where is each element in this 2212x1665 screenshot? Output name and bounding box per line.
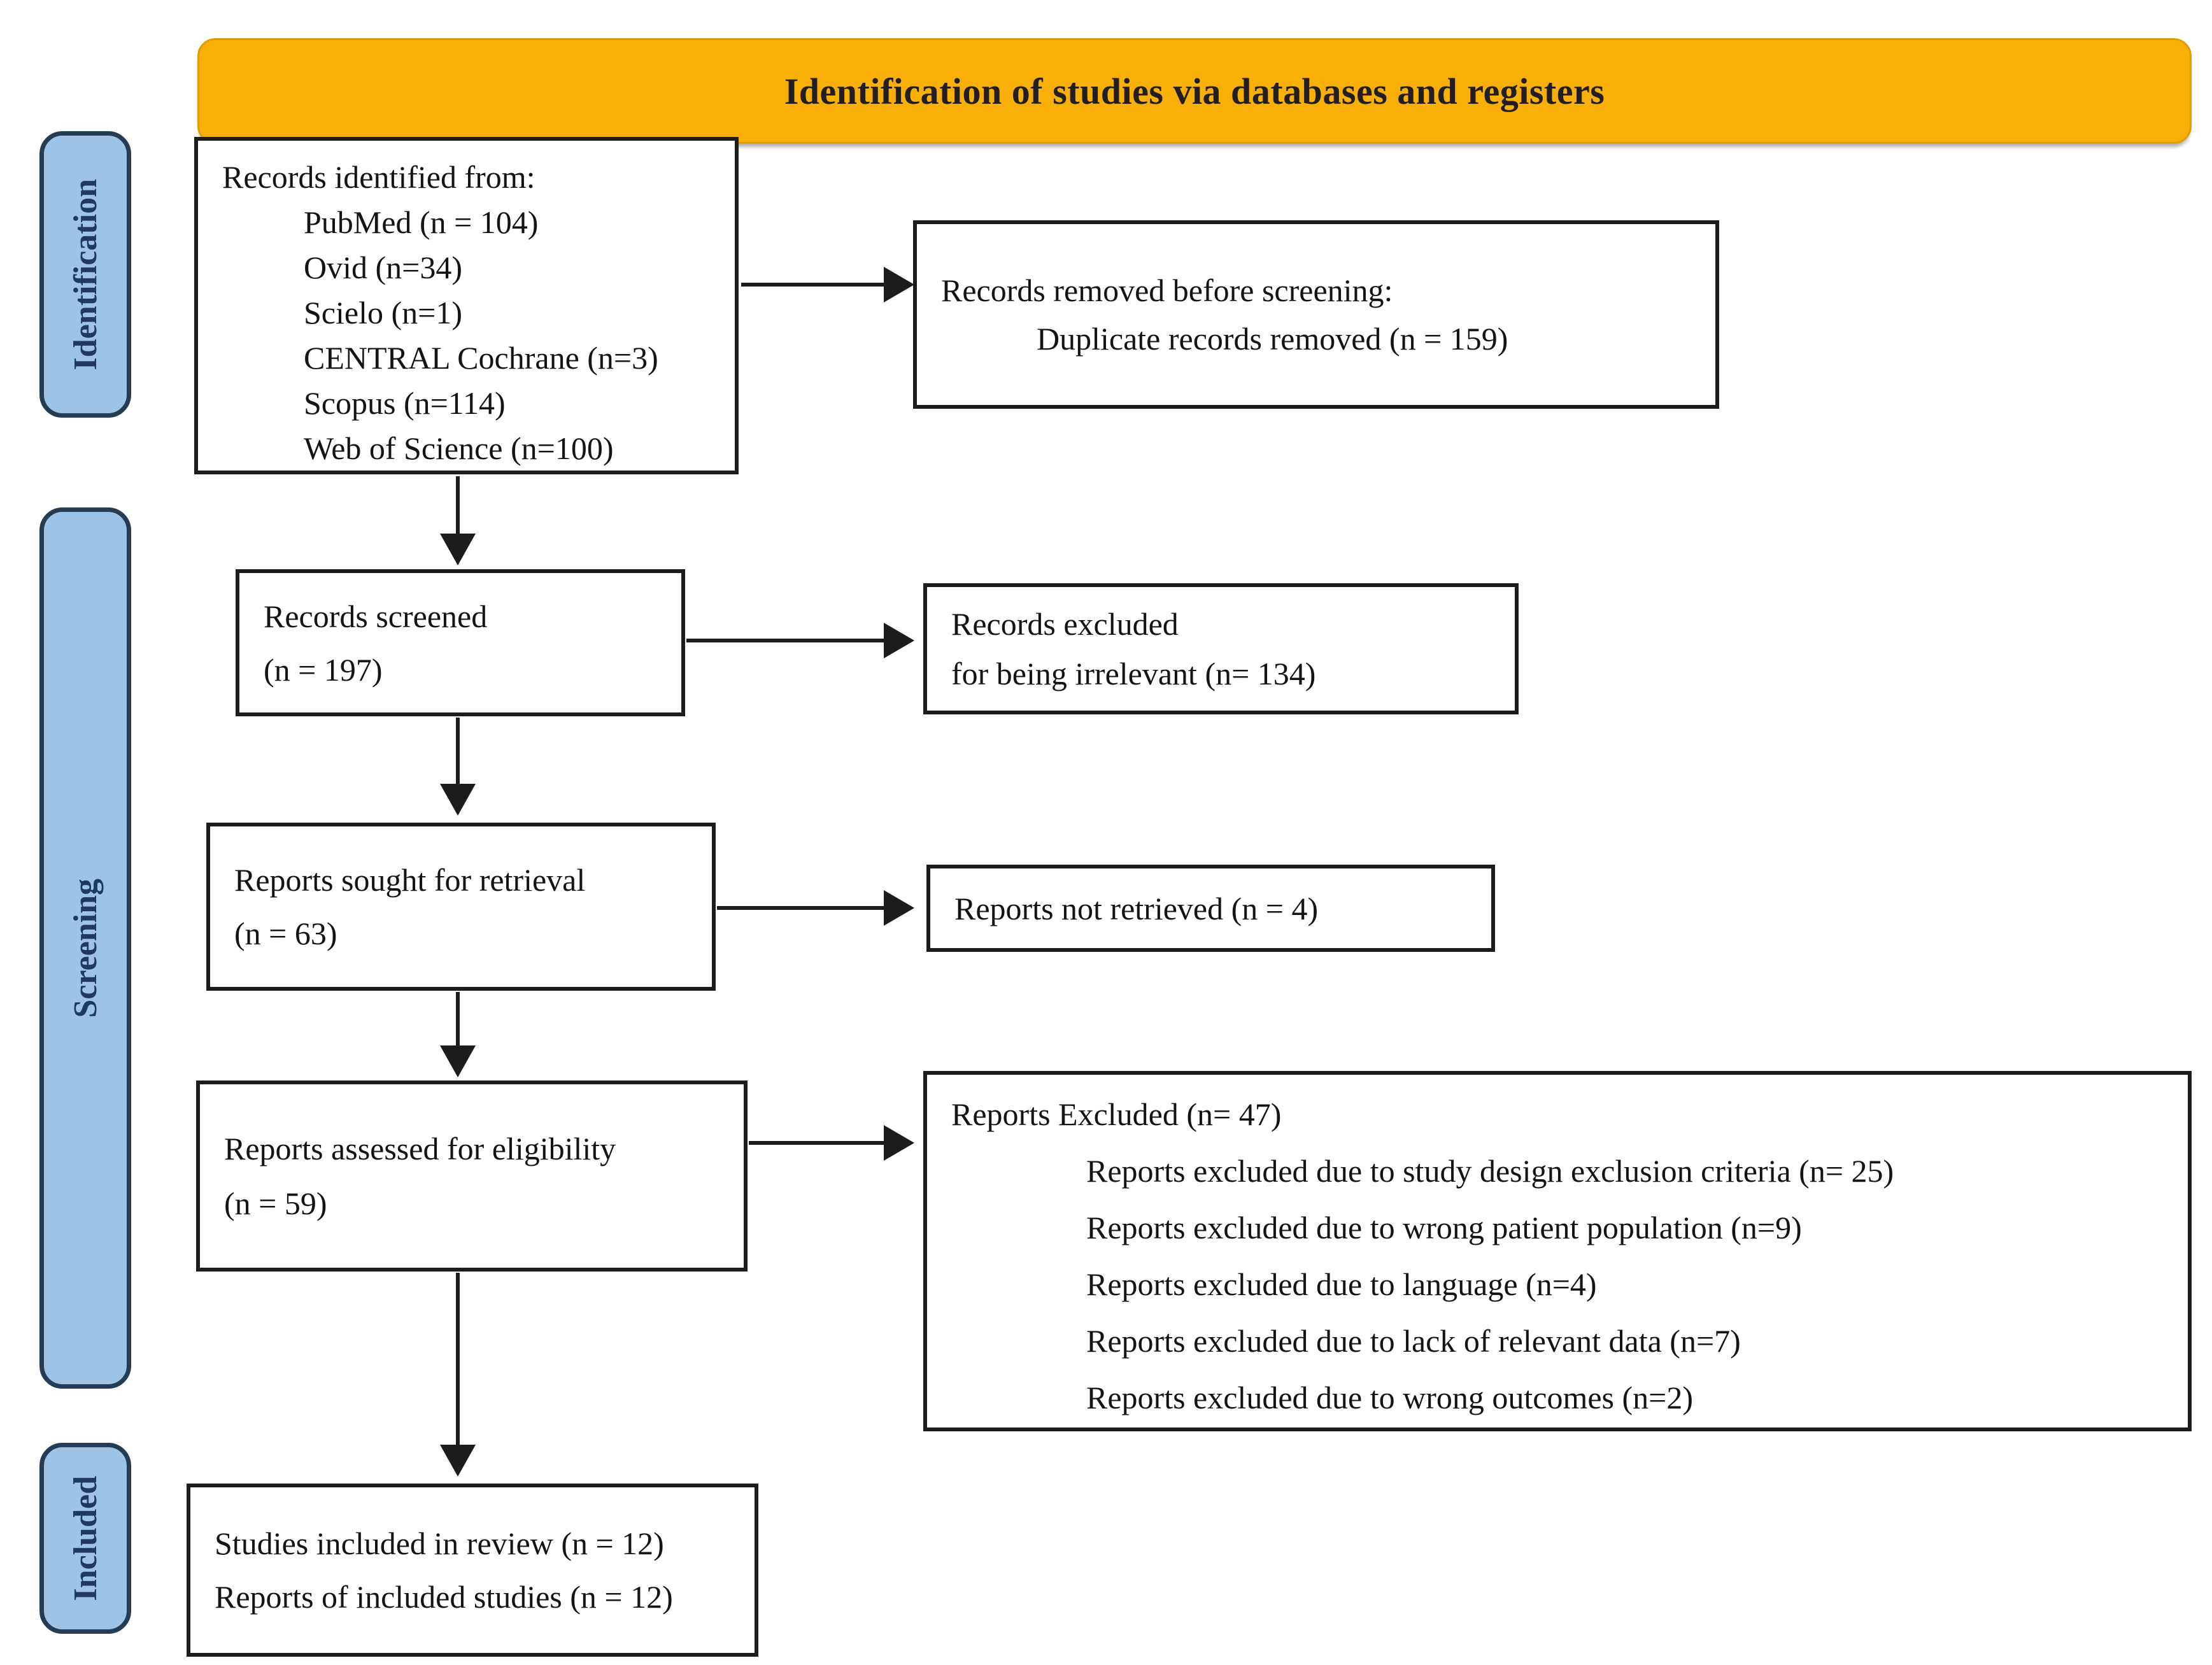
text-line: Records identified from: — [222, 159, 535, 195]
text-line: Studies included in review (n = 12) — [215, 1526, 664, 1561]
text-line: (n = 197) — [264, 651, 383, 688]
text-line: Scielo (n=1) — [304, 295, 462, 330]
arrow-sought-to-not-retrieved-line — [717, 906, 885, 910]
text-line: Web of Science (n=100) — [304, 430, 614, 466]
records-removed-box: Records removed before screening: Duplic… — [913, 220, 1719, 409]
arrow-assessed-to-excluded-line — [749, 1141, 885, 1145]
text-line: Records excluded — [951, 606, 1179, 642]
stage-bar-screening: Screening — [39, 507, 131, 1389]
text-line: PubMed (n = 104) — [304, 204, 539, 240]
text-line: Records screened — [264, 598, 488, 634]
arrow-identified-to-removed-head — [884, 267, 914, 302]
reports-sought-box: Reports sought for retrieval (n = 63) — [206, 823, 716, 991]
reports-assessed-box: Reports assessed for eligibility (n = 59… — [196, 1080, 748, 1272]
text-line: Reports excluded due to study design exc… — [1086, 1153, 1894, 1189]
arrow-sought-to-assessed-head — [440, 1045, 476, 1077]
arrow-screened-to-sought-line — [456, 718, 460, 785]
records-identified-box: Records identified from: PubMed (n = 104… — [194, 137, 739, 474]
arrow-identified-to-removed-line — [741, 283, 885, 287]
stage-bar-identification: Identification — [39, 131, 131, 418]
arrow-assessed-to-excluded-head — [884, 1125, 914, 1161]
text-line: Reports not retrieved (n = 4) — [954, 890, 1319, 926]
text-line: Reports excluded due to wrong patient po… — [1086, 1210, 1802, 1245]
arrow-identified-to-screened-head — [440, 534, 476, 565]
text-line: Duplicate records removed (n = 159) — [1037, 321, 1508, 357]
text-line: Records removed before screening: — [941, 273, 1393, 308]
text-line: Reports Excluded (n= 47) — [951, 1096, 1282, 1132]
reports-excluded-box: Reports Excluded (n= 47) Reports exclude… — [923, 1071, 2192, 1431]
text-line: Scopus (n=114) — [304, 385, 506, 421]
stage-label-identification: Identification — [67, 178, 104, 371]
text-line: Ovid (n=34) — [304, 250, 462, 285]
stage-label-included: Included — [67, 1475, 104, 1601]
banner-title: Identification of studies via databases … — [784, 70, 1605, 112]
studies-included-box: Studies included in review (n = 12) Repo… — [187, 1484, 758, 1657]
text-line: Reports excluded due to wrong outcomes (… — [1086, 1380, 1693, 1415]
text-line: Reports excluded due to lack of relevant… — [1086, 1323, 1741, 1359]
stage-label-screening: Screening — [67, 878, 104, 1018]
arrow-screened-to-excluded-head — [884, 623, 914, 658]
records-excluded-box: Records excluded for being irrelevant (n… — [923, 583, 1519, 714]
text-line: Reports sought for retrieval — [234, 862, 586, 898]
reports-not-retrieved-box: Reports not retrieved (n = 4) — [926, 865, 1495, 952]
arrow-assessed-to-included-line — [456, 1273, 460, 1446]
arrow-screened-to-excluded-line — [686, 639, 885, 642]
text-line: Reports of included studies (n = 12) — [215, 1579, 673, 1615]
text-line: for being irrelevant (n= 134) — [951, 656, 1316, 691]
text-line: (n = 63) — [234, 916, 337, 951]
stage-bar-included: Included — [39, 1443, 131, 1634]
arrow-screened-to-sought-head — [440, 784, 476, 816]
arrow-identified-to-screened-line — [456, 476, 460, 535]
text-line: Reports excluded due to language (n=4) — [1086, 1266, 1597, 1302]
text-line: Reports assessed for eligibility — [224, 1131, 616, 1166]
arrow-assessed-to-included-head — [440, 1445, 476, 1477]
arrow-sought-to-not-retrieved-head — [884, 890, 914, 926]
records-screened-box: Records screened (n = 197) — [236, 569, 685, 716]
banner: Identification of studies via databases … — [197, 38, 2192, 144]
arrow-sought-to-assessed-line — [456, 992, 460, 1047]
text-line: CENTRAL Cochrane (n=3) — [304, 340, 658, 376]
text-line: (n = 59) — [224, 1186, 327, 1221]
